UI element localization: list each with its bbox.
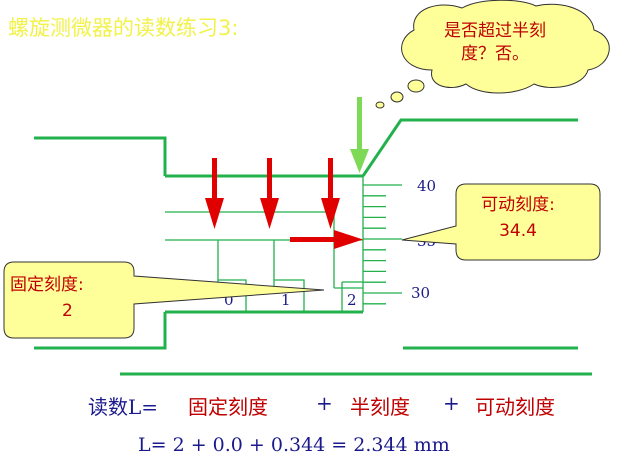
light-green-arrow-head bbox=[350, 149, 369, 173]
red-arrow-1-shaft bbox=[212, 158, 217, 200]
thought-dot-large bbox=[407, 79, 425, 93]
sleeve-number-1: 1 bbox=[281, 291, 291, 309]
fixed-callout bbox=[3, 261, 325, 339]
thought-bubble-line-1: 是否超过半刻 bbox=[444, 21, 546, 41]
fixed-callout-value: 2 bbox=[62, 301, 73, 321]
red-arrow-2-head bbox=[260, 198, 279, 229]
thimble-number-30: 30 bbox=[411, 284, 430, 302]
red-arrows bbox=[205, 158, 363, 249]
frame-top-line bbox=[34, 136, 167, 176]
thimble-scale bbox=[363, 184, 402, 305]
movable-callout-text: 可动刻度: 34.4 bbox=[458, 192, 578, 244]
red-arrow-3-shaft bbox=[328, 158, 333, 200]
red-arrow-1-head bbox=[205, 198, 224, 229]
thought-bubble bbox=[375, 0, 610, 109]
red-arrow-horizontal-shaft bbox=[290, 237, 336, 242]
movable-callout-label: 可动刻度: bbox=[481, 195, 555, 215]
red-arrow-horizontal-head bbox=[334, 230, 363, 249]
formula-plus-2: + bbox=[443, 391, 460, 415]
micrometer-frame bbox=[34, 118, 592, 376]
light-green-arrow bbox=[350, 97, 369, 173]
sleeve-number-2: 2 bbox=[347, 291, 357, 309]
thought-dot-medium bbox=[390, 91, 404, 103]
thought-bubble-text: 是否超过半刻 度？否。 bbox=[420, 20, 570, 66]
thought-cloud bbox=[401, 0, 610, 94]
thimble-top-edge bbox=[361, 118, 578, 177]
thought-dot-small bbox=[375, 101, 385, 109]
formula-movable-term: 可动刻度 bbox=[475, 395, 555, 419]
formula-prefix: 读数L= bbox=[88, 395, 159, 419]
light-green-arrow-shaft bbox=[357, 97, 362, 151]
sleeve-number-0: 0 bbox=[224, 291, 234, 309]
thimble-number-40: 40 bbox=[417, 177, 436, 195]
digit-box-0 bbox=[218, 279, 247, 312]
formula-half-term: 半刻度 bbox=[350, 395, 410, 419]
fixed-callout-text: 固定刻度: 2 bbox=[10, 272, 130, 324]
digit-box-1 bbox=[274, 279, 305, 312]
red-arrow-2-shaft bbox=[267, 158, 272, 200]
thought-bubble-line-2: 度？否。 bbox=[461, 44, 529, 64]
formula-fixed-term: 固定刻度 bbox=[188, 395, 268, 419]
calculation-line: L= 2 + 0.0 + 0.344 = 2.344 mm bbox=[138, 434, 450, 456]
red-arrow-3-head bbox=[321, 198, 340, 229]
movable-callout bbox=[401, 183, 601, 261]
formula-plus-1: + bbox=[316, 391, 333, 415]
page-title: 螺旋测微器的读数练习3: bbox=[8, 16, 239, 40]
sleeve-scale bbox=[165, 176, 364, 312]
frame-bottom-line bbox=[34, 312, 167, 350]
fixed-callout-label: 固定刻度: bbox=[10, 275, 84, 295]
movable-callout-value: 34.4 bbox=[499, 221, 537, 241]
